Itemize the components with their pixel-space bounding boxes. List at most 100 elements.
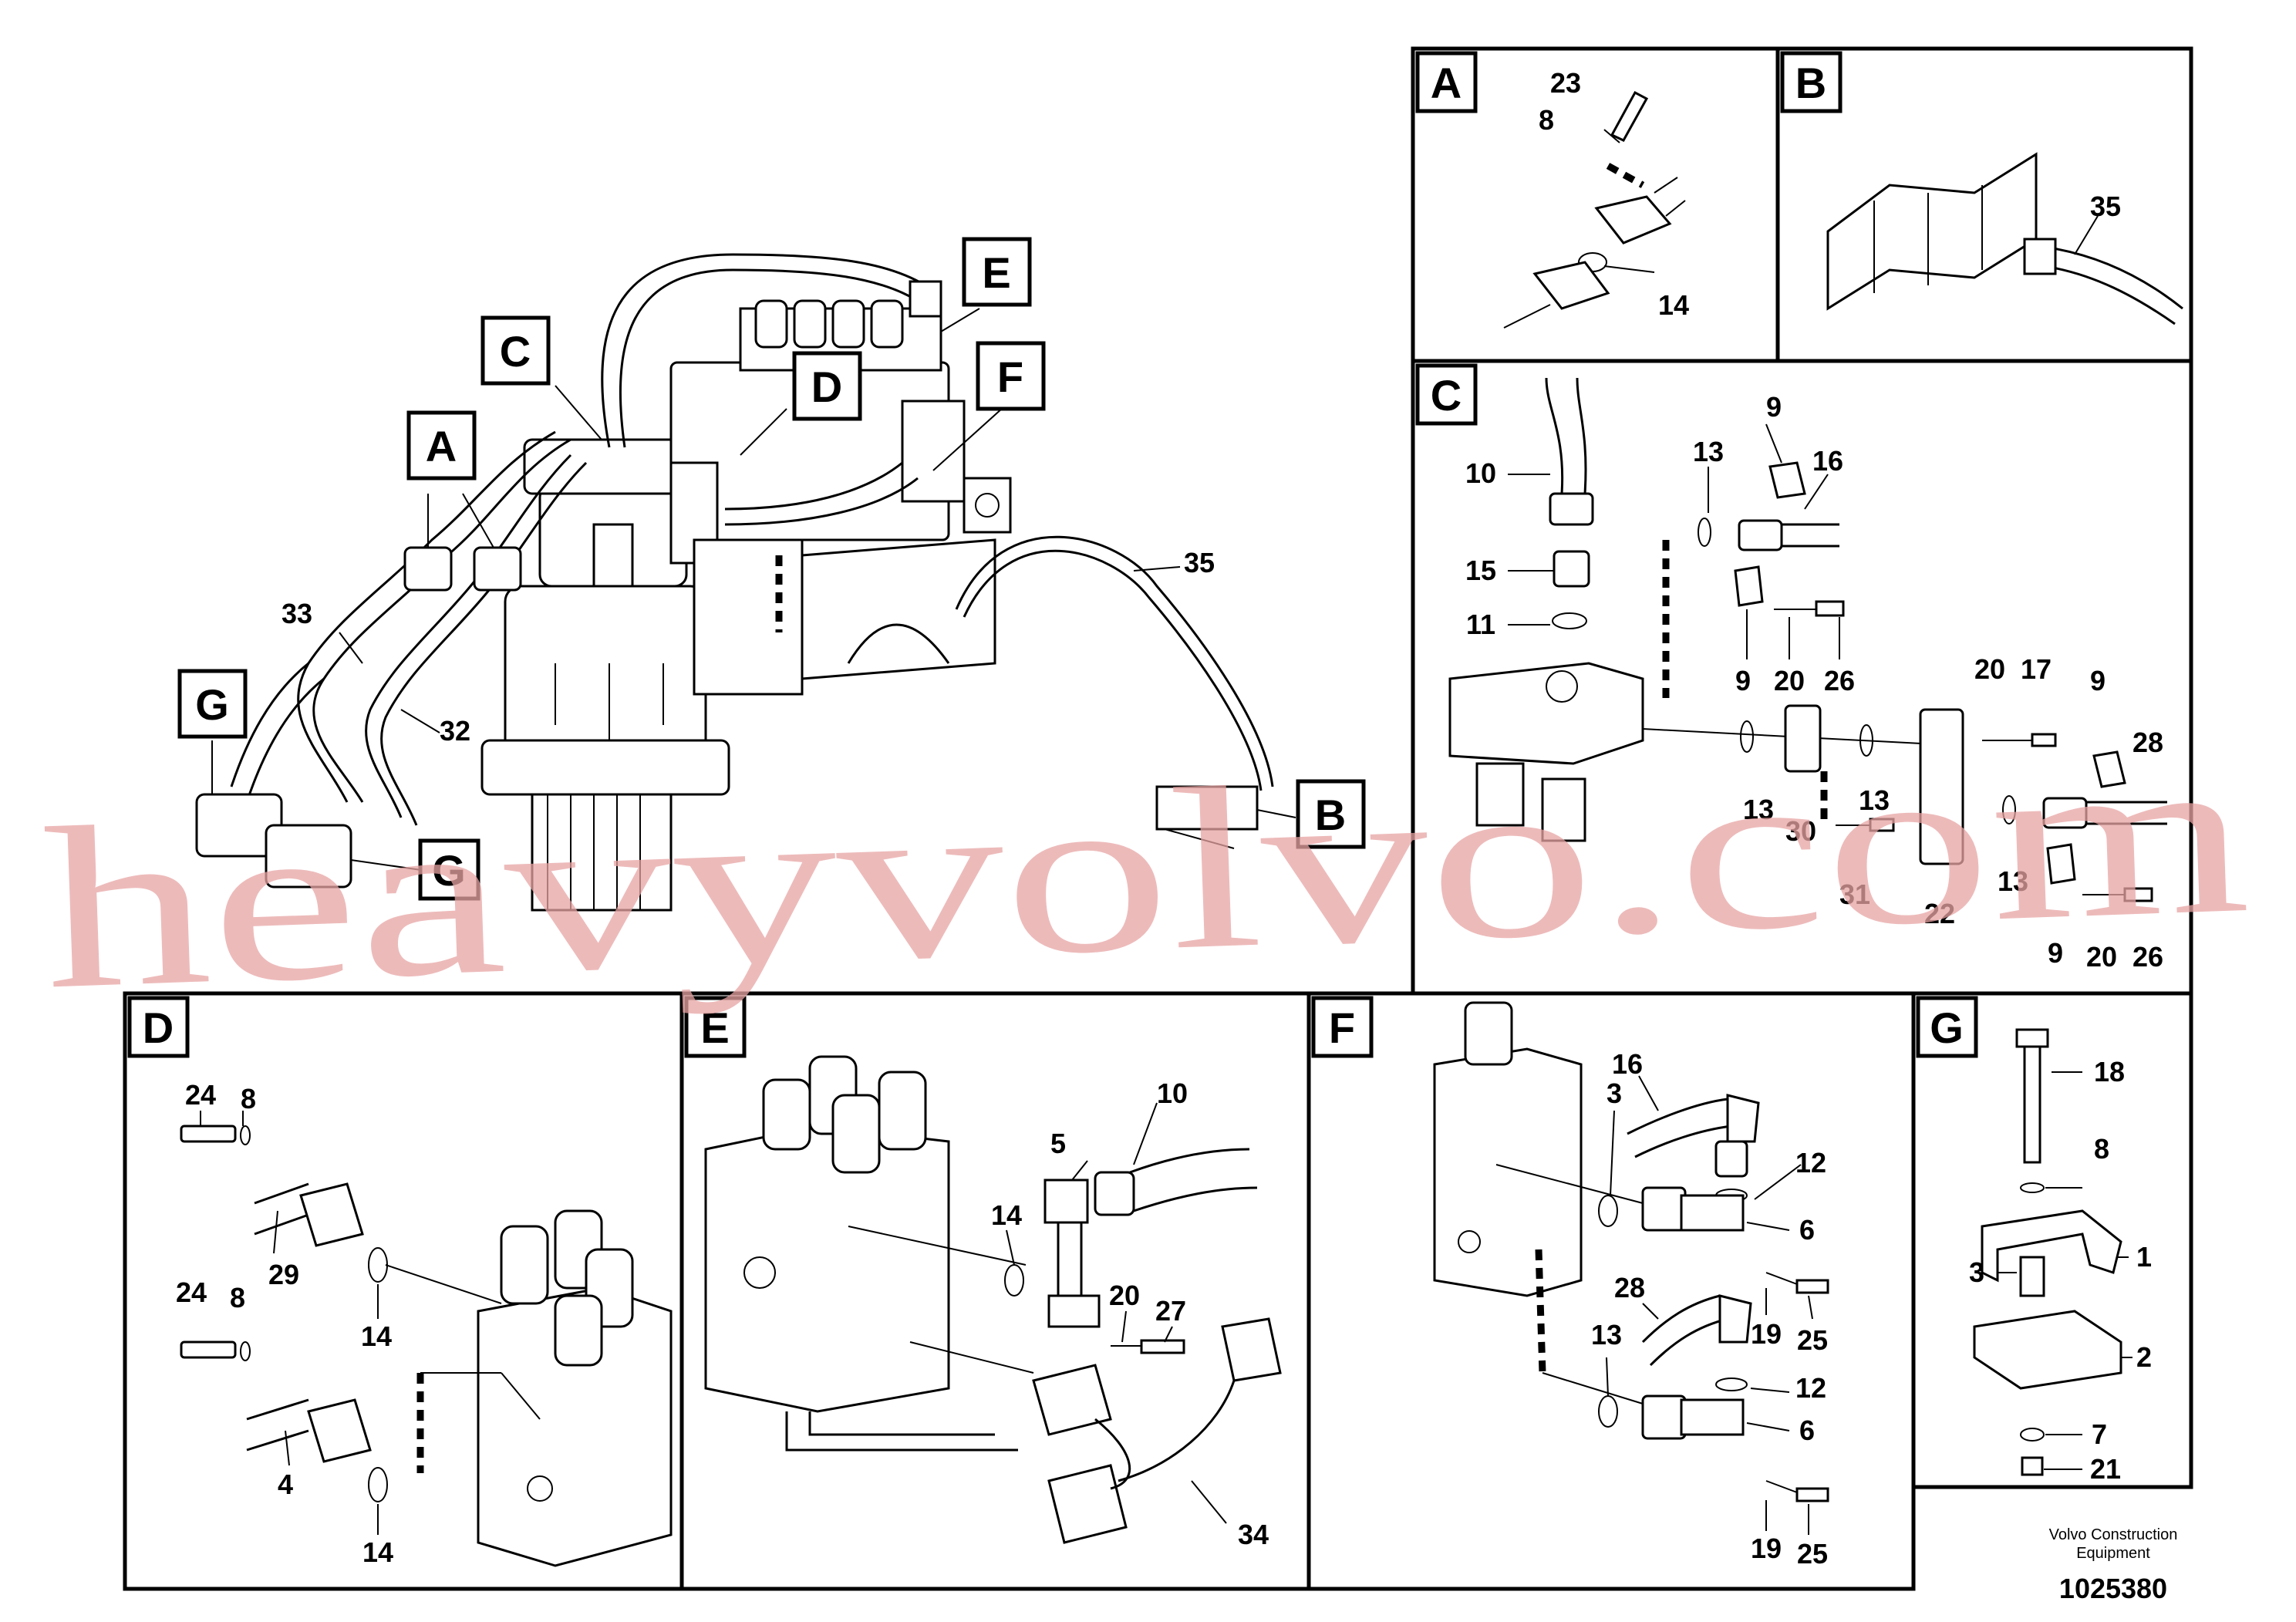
panel-c-callout-9b: 9: [1735, 665, 1751, 696]
panel-c-callout-20c: 20: [2086, 941, 2117, 973]
panel-a-callout-8: 8: [1539, 104, 1554, 136]
overview-tag-b-label: B: [1315, 791, 1346, 839]
panel-a: A 23 8 14: [1411, 46, 1780, 363]
panel-c-callout-13b: 13: [1743, 794, 1774, 825]
callout-35: 35: [1184, 547, 1215, 578]
panel-c-callout-13c: 13: [1859, 784, 1890, 816]
panel-c-callout-15: 15: [1465, 555, 1496, 586]
overview-clamps: [195, 793, 352, 889]
panel-g-callout-3: 3: [1969, 1256, 1984, 1288]
callout-33: 33: [282, 598, 312, 629]
company-name-line1: Volvo Construction: [2049, 1526, 2178, 1543]
panel-d-callout-24b: 24: [176, 1276, 207, 1308]
overview-tag-g-lower: [418, 838, 480, 901]
overview-tag-b: [1296, 779, 1366, 849]
overview-tag-a-label: A: [426, 422, 457, 470]
panel-g-callout-18: 18: [2094, 1056, 2125, 1088]
footer: Volvo Construction Equipment 1025380: [2049, 1526, 2178, 1604]
panel-e-callout-20: 20: [1109, 1280, 1140, 1311]
panel-c-callout-26b: 26: [2132, 941, 2163, 973]
panel-f-letter: F: [1329, 1003, 1355, 1052]
panel-g-callout-7: 7: [2092, 1418, 2107, 1450]
overview-tag-c: [480, 315, 551, 386]
overview-tag-g-upper-label: G: [195, 680, 229, 729]
panel-b-letter: B: [1795, 59, 1826, 107]
panel-e-callout-5: 5: [1050, 1128, 1066, 1159]
overview-tag-d-label: D: [811, 363, 842, 411]
panel-f-callout-19b: 19: [1751, 1533, 1782, 1564]
overview-tag-a: [406, 410, 477, 481]
swing-motor: [480, 438, 730, 912]
panel-f-callout-28: 28: [1614, 1272, 1645, 1303]
panel-c-callout-13d: 13: [1998, 865, 2028, 897]
panel-f-callout-12b: 12: [1795, 1372, 1826, 1404]
overview-tag-f-label: F: [997, 352, 1023, 401]
panel-f-callout-13: 13: [1591, 1319, 1622, 1351]
overview-tag-e-label: E: [982, 248, 1010, 297]
panel-c-callout-30: 30: [1785, 815, 1816, 847]
panel-d-letter: D: [143, 1003, 174, 1052]
panel-c-callout-26: 26: [1824, 665, 1855, 696]
overview-tag-g-upper: [177, 669, 248, 739]
panel-b: B 35: [1775, 46, 2193, 363]
panel-b-callout-35: 35: [2090, 191, 2121, 222]
panel-e-callout-27: 27: [1155, 1295, 1186, 1327]
panel-d-callout-29: 29: [268, 1259, 299, 1290]
panel-c-callout-28: 28: [2132, 727, 2163, 758]
panel-f: F: [1306, 991, 1916, 1591]
overview-tag-g-lower-label: G: [432, 846, 466, 895]
panel-c: C: [1411, 359, 2193, 996]
panel-c-callout-13: 13: [1693, 436, 1724, 467]
panel-d: D 24 8 29 14 24 8 4 14: [123, 991, 684, 1591]
panel-c-callout-17: 17: [2021, 653, 2052, 685]
document-number: 1025380: [2059, 1573, 2167, 1604]
panel-c-callout-20b: 20: [1974, 653, 2005, 685]
overview-tag-d: [792, 351, 862, 421]
company-name-line2: Equipment: [2076, 1545, 2150, 1562]
panel-c-callout-9c: 9: [2090, 665, 2106, 696]
panel-c-callout-20: 20: [1774, 665, 1805, 696]
panel-c-callout-10: 10: [1465, 457, 1496, 489]
panel-c-callout-11: 11: [1466, 609, 1495, 640]
panel-c-callout-9: 9: [1766, 391, 1782, 423]
panel-c-callout-31: 31: [1839, 878, 1870, 910]
panel-a-letter: A: [1431, 59, 1462, 107]
panel-e: E 10 5 14 20: [679, 991, 1311, 1591]
panel-f-callout-6b: 6: [1799, 1415, 1815, 1446]
panel-g-callout-2: 2: [2136, 1341, 2152, 1373]
overview-hoses: [230, 253, 1274, 826]
panel-f-callout-25b: 25: [1797, 1538, 1828, 1570]
overview-tag-e: [962, 237, 1032, 307]
panel-a-callout-14: 14: [1658, 289, 1689, 321]
panel-e-callout-10: 10: [1157, 1077, 1188, 1109]
panel-f-callout-19: 19: [1751, 1318, 1782, 1350]
callout-32: 32: [440, 715, 470, 747]
overview-block-b: [1155, 785, 1259, 849]
panel-g-callout-8: 8: [2094, 1133, 2109, 1165]
panel-d-callout-24: 24: [185, 1079, 216, 1111]
overview-tag-c-label: C: [500, 327, 531, 376]
panel-c-callout-16: 16: [1812, 445, 1843, 477]
panel-g-letter: G: [1930, 1003, 1964, 1052]
panel-f-callout-25: 25: [1797, 1324, 1828, 1356]
panel-c-callout-22: 22: [1924, 898, 1955, 929]
panel-f-callout-16: 16: [1612, 1048, 1643, 1080]
panel-f-callout-6: 6: [1799, 1214, 1815, 1246]
panel-c-callout-9d: 9: [2048, 937, 2063, 969]
panel-d-callout-14b: 14: [362, 1536, 393, 1568]
panel-f-callout-3: 3: [1607, 1077, 1622, 1109]
panel-e-callout-34: 34: [1238, 1519, 1269, 1550]
panel-g-callout-1: 1: [2136, 1241, 2152, 1273]
panel-c-letter: C: [1431, 371, 1462, 420]
panel-d-callout-14: 14: [361, 1320, 392, 1352]
overview-drawing: A C D E F B G G 33 32 35: [177, 237, 1366, 912]
panel-f-callout-12: 12: [1795, 1147, 1826, 1179]
overview-tag-f: [976, 341, 1046, 411]
panel-d-callout-8b: 8: [230, 1282, 245, 1313]
panel-g-callout-21: 21: [2090, 1453, 2121, 1485]
panel-d-callout-8: 8: [241, 1083, 256, 1114]
panel-a-callout-23: 23: [1550, 67, 1581, 99]
panel-d-callout-4: 4: [278, 1469, 293, 1500]
panel-e-callout-14: 14: [991, 1199, 1022, 1231]
